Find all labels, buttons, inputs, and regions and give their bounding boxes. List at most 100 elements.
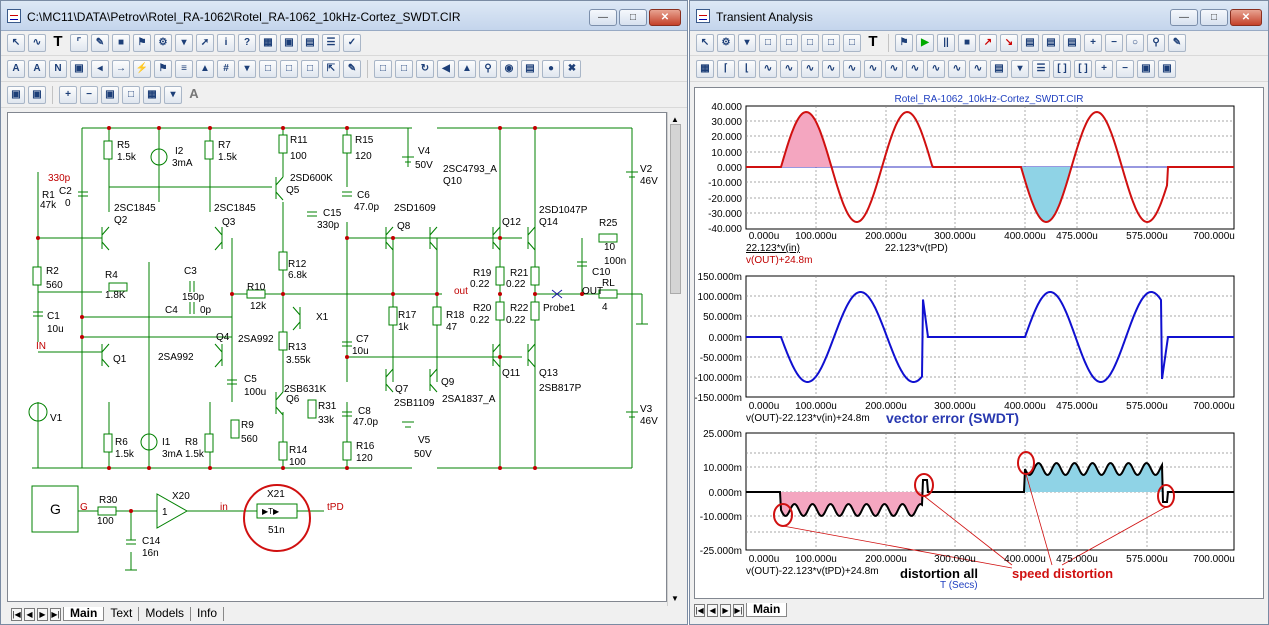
wire-mode-icon[interactable]: ∿ [28, 34, 46, 52]
analysis-next-page-button[interactable]: ▶ [720, 603, 731, 617]
zoom-in-icon[interactable]: + [1084, 34, 1102, 52]
search-icon[interactable]: ⚲ [1147, 34, 1165, 52]
text-field-icon[interactable]: □ [122, 86, 140, 104]
peak-icon[interactable]: □ [801, 34, 819, 52]
wave-icon[interactable]: ∿ [759, 60, 777, 78]
minimize-button[interactable]: — [589, 9, 617, 26]
corner-icon[interactable]: ⇱ [322, 60, 340, 78]
plot-up-icon[interactable]: ↗ [979, 34, 997, 52]
bracket-icon[interactable]: [ ] [1053, 60, 1071, 78]
wave11-icon[interactable]: ∿ [969, 60, 987, 78]
copy2-icon[interactable]: ▣ [7, 86, 25, 104]
zoom-in-icon[interactable]: + [59, 86, 77, 104]
slope-icon[interactable]: □ [843, 34, 861, 52]
tab-models[interactable]: Models [139, 607, 192, 621]
cursor-icon[interactable]: □ [780, 34, 798, 52]
paste-icon[interactable]: ▣ [1158, 60, 1176, 78]
rotate-icon[interactable]: ↻ [416, 60, 434, 78]
attr2-icon[interactable]: A [28, 60, 46, 78]
panel3-icon[interactable]: ▤ [1063, 34, 1081, 52]
properties-icon[interactable]: ✎ [1168, 34, 1186, 52]
pin-icon[interactable]: ◂ [91, 60, 109, 78]
dropdown2-icon[interactable]: ▾ [1011, 60, 1029, 78]
last-page-button[interactable]: ▶| [50, 607, 61, 621]
check-icon[interactable]: ✓ [343, 34, 361, 52]
select-mode-icon[interactable]: ↖ [7, 34, 25, 52]
tab-text[interactable]: Text [104, 607, 140, 621]
page4-icon[interactable]: □ [301, 60, 319, 78]
tab-info[interactable]: Info [191, 607, 225, 621]
zoom-box-icon[interactable]: □ [759, 34, 777, 52]
flip-icon[interactable]: ▲ [458, 60, 476, 78]
wave3-icon[interactable]: ∿ [801, 60, 819, 78]
help-icon[interactable]: ? [238, 34, 256, 52]
analysis-last-page-button[interactable]: ▶| [733, 603, 744, 617]
grid3-icon[interactable]: ▦ [143, 86, 161, 104]
panel-icon[interactable]: ▤ [1021, 34, 1039, 52]
text-icon[interactable]: T [868, 33, 878, 50]
paste-icon[interactable]: ▣ [28, 86, 46, 104]
dropdown-icon[interactable]: ▾ [175, 34, 193, 52]
box-icon[interactable]: □ [395, 60, 413, 78]
grid-icon[interactable]: ▦ [696, 60, 714, 78]
page2-icon[interactable]: □ [259, 60, 277, 78]
stop-icon[interactable]: ■ [958, 34, 976, 52]
select-icon[interactable]: ↖ [696, 34, 714, 52]
schematic-titlebar[interactable]: C:\MC11\DATA\Petrov\Rotel_RA-1062\Rotel_… [1, 1, 687, 31]
tab-main[interactable]: Main [63, 607, 105, 621]
wave6-icon[interactable]: ∿ [864, 60, 882, 78]
wire-icon[interactable]: ⌜ [70, 34, 88, 52]
mirror-icon[interactable]: ◀ [437, 60, 455, 78]
probe-icon[interactable]: ➚ [196, 34, 214, 52]
zoom-fit-icon[interactable]: ○ [1126, 34, 1144, 52]
dropdown2-icon[interactable]: ▾ [238, 60, 256, 78]
zoom-minus-icon[interactable]: − [1116, 60, 1134, 78]
font-icon[interactable]: A [189, 86, 199, 101]
wave9-icon[interactable]: ∿ [927, 60, 945, 78]
level-icon[interactable]: ⌈ [717, 60, 735, 78]
zoom-fit-icon[interactable]: ▣ [101, 86, 119, 104]
grid2-icon[interactable]: # [217, 60, 235, 78]
analysis-titlebar[interactable]: Transient Analysis — □ ✕ [690, 1, 1268, 31]
find-icon[interactable]: ⚲ [479, 60, 497, 78]
next-page-button[interactable]: ▶ [37, 607, 48, 621]
panel2-icon[interactable]: ▤ [1042, 34, 1060, 52]
wire-h-icon[interactable]: → [112, 60, 130, 78]
page3-icon[interactable]: □ [280, 60, 298, 78]
maximize-button[interactable]: □ [619, 9, 647, 26]
prev-page-button[interactable]: ◀ [24, 607, 35, 621]
wave4-icon[interactable]: ∿ [822, 60, 840, 78]
analysis-close-button[interactable]: ✕ [1230, 9, 1262, 26]
node-icon[interactable]: N [49, 60, 67, 78]
run-icon[interactable]: ▶ [916, 34, 934, 52]
cancel-icon[interactable]: ✖ [563, 60, 581, 78]
plot-down-icon[interactable]: ↘ [1000, 34, 1018, 52]
schematic-scrollbar[interactable]: ▲ ▼ [667, 112, 683, 606]
draw-icon[interactable]: ✎ [91, 34, 109, 52]
bracket-icon[interactable]: □ [374, 60, 392, 78]
analysis-minimize-button[interactable]: — [1170, 9, 1198, 26]
lightning-icon[interactable]: ⚡ [133, 60, 151, 78]
warning-icon[interactable]: ▲ [196, 60, 214, 78]
list-icon[interactable]: ☰ [322, 34, 340, 52]
first-page-button[interactable]: |◀ [11, 607, 22, 621]
edit-icon[interactable]: ✎ [343, 60, 361, 78]
dropdown-icon[interactable]: ▾ [738, 34, 756, 52]
wave8-icon[interactable]: ∿ [906, 60, 924, 78]
wave2-icon[interactable]: ∿ [780, 60, 798, 78]
scale-icon[interactable]: ⚙ [717, 34, 735, 52]
page-icon[interactable]: ▤ [301, 34, 319, 52]
copy-icon[interactable]: ▣ [70, 60, 88, 78]
properties-icon[interactable]: ▤ [521, 60, 539, 78]
analysis-prev-page-button[interactable]: ◀ [707, 603, 718, 617]
wave10-icon[interactable]: ∿ [948, 60, 966, 78]
info-icon[interactable]: i [217, 34, 235, 52]
component-icon[interactable]: ■ [112, 34, 130, 52]
stop-icon[interactable]: ● [542, 60, 560, 78]
level2-icon[interactable]: ⌊ [738, 60, 756, 78]
text-mode-icon[interactable]: T [53, 33, 63, 50]
tag-icon[interactable]: ⚑ [895, 34, 913, 52]
zoom-out-icon[interactable]: − [80, 86, 98, 104]
dropdown3-icon[interactable]: ▾ [164, 86, 182, 104]
